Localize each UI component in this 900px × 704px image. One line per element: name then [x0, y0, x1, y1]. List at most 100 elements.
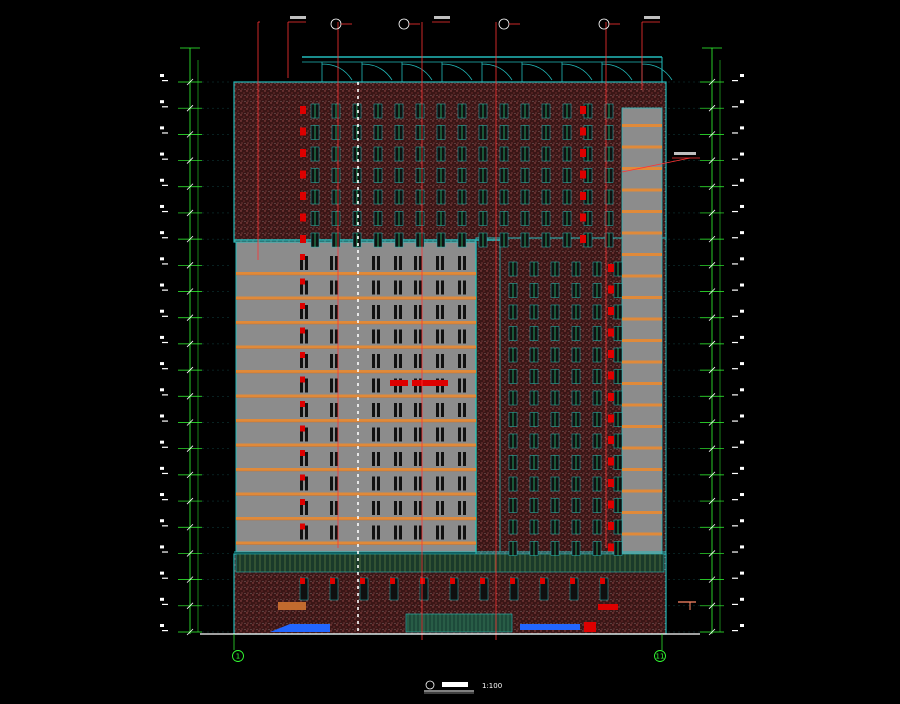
window-slot [436, 329, 439, 344]
window-slot [300, 354, 303, 368]
level-slash [708, 78, 716, 86]
window-slot [458, 329, 461, 344]
axis-bubble-right [654, 650, 666, 662]
window-slot [300, 280, 303, 295]
window-slot [335, 378, 338, 393]
window-slot [414, 476, 417, 491]
level-slash [186, 445, 194, 452]
window-slot [419, 329, 422, 344]
stair-band [622, 253, 662, 256]
window-slot [335, 427, 338, 442]
stair-core-wall [621, 107, 663, 555]
window-slot [463, 452, 466, 466]
balcony-slab [236, 468, 476, 471]
level-symbol [740, 414, 744, 418]
level-symbol [160, 283, 164, 287]
balcony-slab [236, 492, 476, 496]
window-slot [436, 427, 439, 442]
red-window [300, 401, 305, 407]
level-slash [708, 288, 716, 295]
stair-band [622, 403, 662, 407]
balcony-slab [236, 370, 476, 373]
window-slot [300, 329, 303, 344]
window-slot [335, 525, 338, 540]
level-slash [708, 602, 716, 610]
red-window [608, 457, 614, 466]
window-slot [419, 354, 422, 368]
level-mark [732, 368, 738, 370]
roof-bracket [601, 62, 633, 82]
level-symbol [160, 624, 164, 627]
level-slash [708, 523, 716, 531]
level-symbol [740, 545, 744, 549]
window-slot [458, 501, 461, 515]
title-bubble [425, 680, 435, 690]
red-window [608, 307, 614, 315]
window-slot [399, 501, 402, 515]
window-slot [441, 476, 444, 491]
window-slot [414, 525, 417, 540]
level-slash [708, 366, 716, 374]
window-slot [335, 501, 338, 515]
level-symbol [160, 571, 164, 575]
window-slot [335, 452, 338, 466]
window-slot [399, 427, 402, 442]
red-window [580, 149, 586, 157]
window-slot [441, 501, 444, 515]
level-mark [162, 315, 168, 317]
level-slash [186, 393, 194, 400]
stair-band [622, 145, 662, 149]
level-slash [186, 602, 194, 610]
level-symbol [160, 152, 164, 156]
window-slot [458, 525, 461, 540]
red-window [420, 578, 425, 584]
window-slot [394, 476, 397, 491]
window-slot [300, 403, 303, 417]
level-slash [186, 262, 194, 269]
level-symbol [740, 283, 744, 287]
level-mark [162, 263, 168, 265]
window-slot [377, 378, 380, 393]
red-window [608, 500, 614, 509]
stair-band [622, 339, 662, 342]
level-symbol [740, 100, 744, 104]
window-slot [436, 403, 439, 417]
axis-bubble-right-label: 11 [656, 653, 665, 661]
window-slot [419, 403, 422, 417]
level-slash [186, 314, 194, 321]
level-mark [162, 158, 168, 160]
annotation-leaders [257, 16, 700, 640]
level-mark [732, 551, 738, 553]
level-slash [708, 157, 716, 164]
red-window [608, 479, 614, 487]
window-slot [394, 525, 397, 540]
level-mark [732, 237, 738, 239]
window-slot [335, 280, 338, 295]
level-symbol [160, 100, 164, 104]
roof-bracket [481, 62, 513, 82]
level-mark [162, 551, 168, 553]
red-window [540, 578, 545, 584]
level-mark [162, 525, 168, 527]
drawing-title-block: 1:100 [424, 680, 502, 694]
level-slash [708, 209, 716, 217]
window-slot [419, 427, 422, 442]
level-slash [708, 314, 716, 321]
window-slot [330, 280, 333, 295]
level-mark [162, 472, 168, 475]
balcony-slab [236, 394, 476, 398]
window-slot [372, 525, 375, 540]
window-slot [330, 452, 333, 466]
level-symbol [160, 414, 164, 418]
window-slot [441, 354, 444, 368]
window-slot [458, 427, 461, 442]
level-slash [708, 393, 716, 400]
level-mark [732, 525, 738, 527]
right-level-dimension-chain [668, 47, 744, 636]
window-slot [441, 427, 444, 442]
level-mark [162, 237, 168, 239]
level-symbol [740, 519, 744, 523]
roof-bracket [441, 62, 473, 82]
